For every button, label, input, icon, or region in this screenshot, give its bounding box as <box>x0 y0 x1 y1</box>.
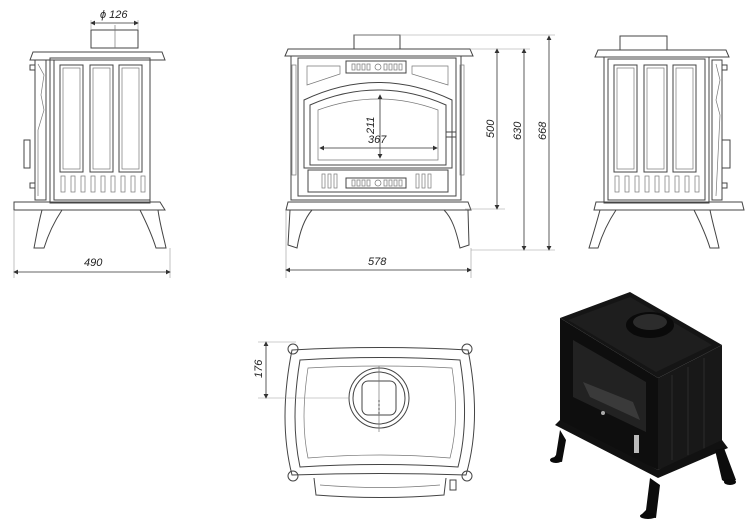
stove-3d-render <box>550 292 736 519</box>
flue-offset-label: 176 <box>253 359 265 378</box>
front-width-label: 578 <box>368 256 387 268</box>
glass-height-label: 211 <box>365 116 377 135</box>
side-view-right <box>588 35 745 249</box>
front-view: 211 367 578 500 630 668 <box>284 34 555 278</box>
top-view: 176 <box>253 341 475 498</box>
side-width-label: 490 <box>84 257 103 269</box>
height-630-label: 630 <box>512 121 524 140</box>
flue-diameter-label: ϕ 126 <box>100 9 128 21</box>
height-500-label: 500 <box>485 119 497 138</box>
height-668-label: 668 <box>537 121 549 140</box>
glass-width-label: 367 <box>368 134 387 146</box>
side-view-left: ϕ 126 490 <box>13 9 171 278</box>
